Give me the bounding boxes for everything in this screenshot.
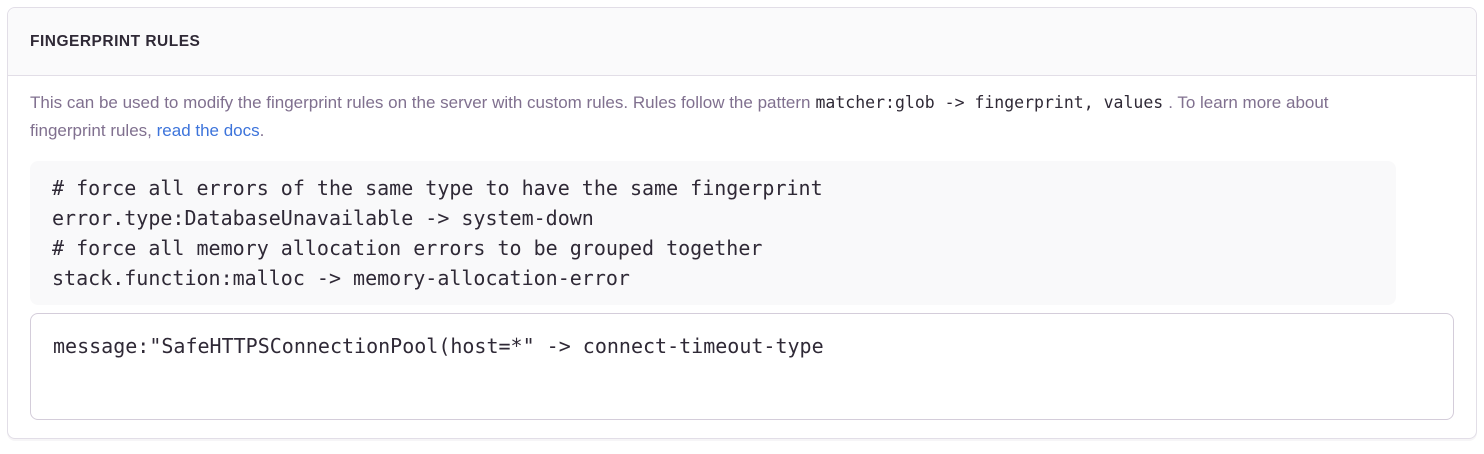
fingerprint-rules-textarea[interactable]: message:"SafeHTTPSConnectionPool(host=*"… xyxy=(30,313,1454,420)
description-text-3: . xyxy=(259,121,265,140)
description-text-2: . To learn more about fingerprint rules, xyxy=(30,93,1329,140)
field-description: This can be used to modify the fingerpri… xyxy=(30,89,1396,145)
read-the-docs-link[interactable]: read the docs xyxy=(156,121,260,140)
example-rules-block: # force all errors of the same type to h… xyxy=(30,161,1396,305)
panel-body: This can be used to modify the fingerpri… xyxy=(8,76,1476,438)
panel-header: FINGERPRINT RULES xyxy=(8,8,1476,76)
description-text-1: This can be used to modify the fingerpri… xyxy=(30,93,811,112)
fingerprint-rules-panel: FINGERPRINT RULES This can be used to mo… xyxy=(7,7,1477,439)
pattern-inline-code: matcher:glob -> fingerprint, values xyxy=(815,93,1164,112)
panel-title: FINGERPRINT RULES xyxy=(30,32,201,50)
